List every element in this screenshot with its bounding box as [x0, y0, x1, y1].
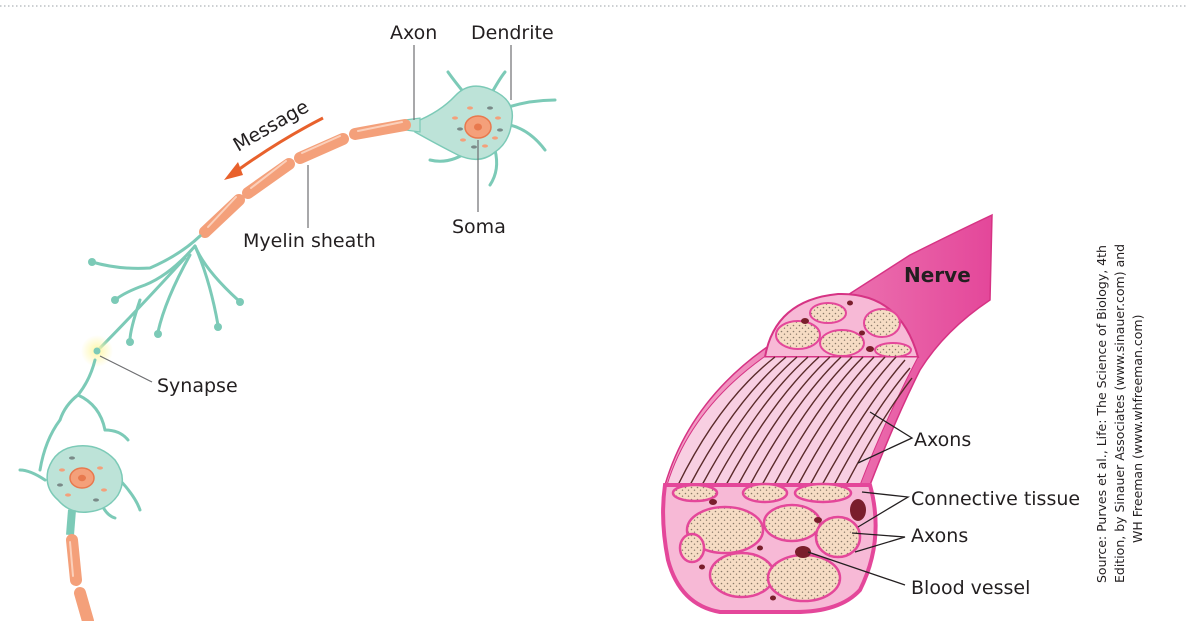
neuron-illustration [20, 72, 555, 621]
source-line-1: Source: Purves et al., Life: The Science… [1094, 245, 1109, 583]
message-arrowhead [224, 162, 243, 180]
upper-nucleolus [474, 124, 482, 131]
synapse-label: Synapse [157, 375, 238, 397]
source-line-3: WH Freeman (www.whfreeman.com) [1130, 315, 1145, 543]
axon-label: Axon [390, 22, 437, 44]
axons-bottom-label: Axons [911, 525, 968, 547]
synapse-leader [100, 356, 152, 382]
synapse-point [94, 348, 101, 355]
source-line-2: Edition, by Sinauer Associates (www.sina… [1112, 244, 1127, 583]
blood-vessel-label: Blood vessel [911, 577, 1030, 599]
source-credit: Source: Purves et al., Life: The Science… [1094, 244, 1145, 583]
lower-axon-stem [70, 510, 72, 535]
nerve-label: Nerve [904, 263, 971, 287]
soma-label: Soma [452, 216, 506, 238]
dendrite-label: Dendrite [471, 22, 554, 44]
lower-myelin-segments [70, 540, 88, 621]
lower-nucleolus [78, 475, 86, 481]
axons-top-label: Axons [914, 429, 971, 451]
upper-soma-body [415, 86, 512, 159]
myelin-sheath-label: Myelin sheath [243, 230, 376, 252]
axon-terminals [92, 236, 238, 348]
connective-tissue-label: Connective tissue [911, 488, 1080, 510]
